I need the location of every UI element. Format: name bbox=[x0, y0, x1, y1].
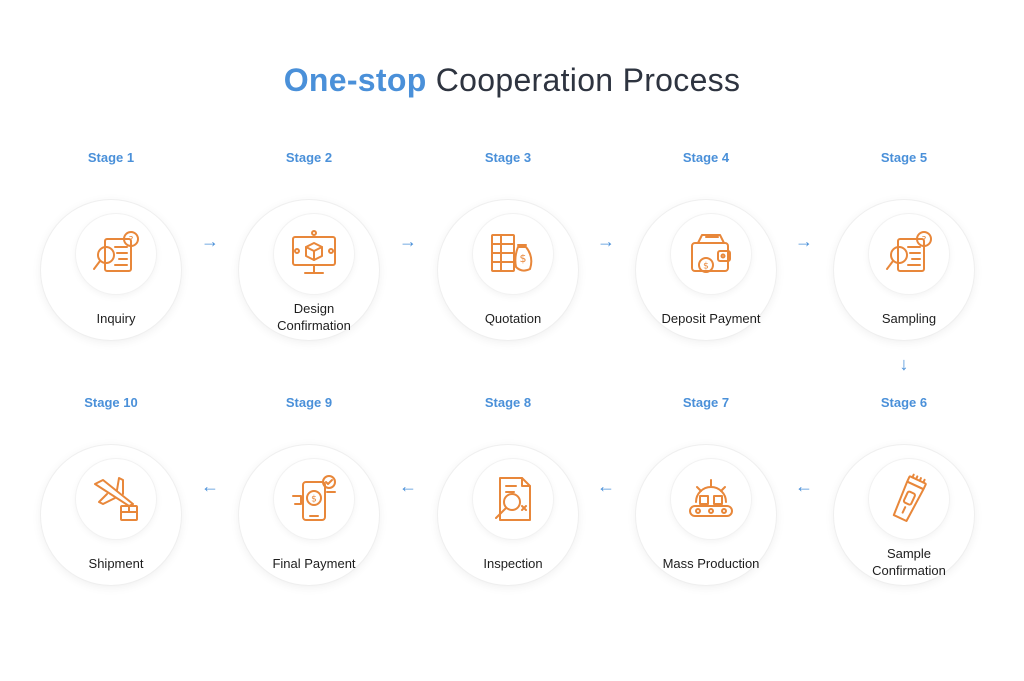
stage-circle: $ Deposit Payment bbox=[636, 200, 776, 340]
stage-label: Stage 3 bbox=[484, 150, 532, 165]
arrow-right-icon: → bbox=[597, 231, 615, 251]
arrow-left-icon: ← bbox=[597, 476, 615, 496]
stage-circle: $ Quotation bbox=[438, 200, 578, 340]
stage-circle: Shipment bbox=[41, 445, 181, 585]
title-rest: Cooperation Process bbox=[435, 62, 741, 98]
stage-name: Final Payment bbox=[272, 556, 356, 571]
monitor-3d-design-icon bbox=[274, 214, 354, 294]
stage-circle: Mass Production bbox=[636, 445, 776, 585]
stage-name: Sampling bbox=[881, 311, 937, 326]
stage-label: Stage 4 bbox=[682, 150, 730, 165]
stage-name: Mass Production bbox=[662, 556, 760, 571]
stage-name: Deposit Payment bbox=[661, 311, 761, 326]
stage-10: Stage 10 Shipment bbox=[36, 395, 186, 595]
stage-label: Stage 2 bbox=[285, 150, 333, 165]
stage-name: Inspection bbox=[483, 556, 543, 571]
stage-name: Inquiry bbox=[96, 311, 136, 326]
svg-text:?: ? bbox=[129, 236, 134, 246]
stage-label: Stage 10 bbox=[84, 395, 138, 410]
stage-label: Stage 5 bbox=[880, 150, 928, 165]
stage-4: Stage 4 $ Deposit Payment bbox=[631, 150, 781, 350]
stage-circle: $ Final Payment bbox=[239, 445, 379, 585]
arrow-right-icon: → bbox=[399, 231, 417, 251]
stage-name: Sample Confirmation bbox=[872, 546, 946, 578]
stage-3: Stage 3 $ Quotation bbox=[433, 150, 583, 350]
stage-8: Stage 8 Inspection bbox=[433, 395, 583, 595]
svg-text:$: $ bbox=[520, 252, 527, 265]
hair-trimmer-icon bbox=[869, 459, 949, 539]
title-highlight: One-stop bbox=[283, 62, 427, 98]
document-search-question-icon: ? bbox=[869, 214, 949, 294]
gear-conveyor-icon bbox=[671, 459, 751, 539]
stage-6: Stage 6 Sample Confirmation bbox=[829, 395, 979, 595]
stage-circle: Sample Confirmation bbox=[834, 445, 974, 585]
stage-1: Stage 1 ? Inquiry bbox=[36, 150, 186, 350]
stage-label: Stage 8 bbox=[484, 395, 532, 410]
arrow-left-icon: ← bbox=[399, 476, 417, 496]
page-title: One-stop Cooperation Process bbox=[0, 62, 1024, 99]
document-magnifier-icon bbox=[473, 459, 553, 539]
stage-label: Stage 6 bbox=[880, 395, 928, 410]
svg-text:?: ? bbox=[922, 236, 927, 246]
arrow-down-icon: ↓ bbox=[899, 354, 909, 374]
stage-5: Stage 5 ? Sampling bbox=[829, 150, 979, 350]
stage-circle: ? Sampling bbox=[834, 200, 974, 340]
stage-circle: Inspection bbox=[438, 445, 578, 585]
money-bag-spreadsheet-icon: $ bbox=[473, 214, 553, 294]
stage-7: Stage 7 Mass Production bbox=[631, 395, 781, 595]
svg-text:$: $ bbox=[311, 495, 317, 505]
phone-payment-check-icon: $ bbox=[274, 459, 354, 539]
stage-circle: ? Inquiry bbox=[41, 200, 181, 340]
airplane-package-icon bbox=[76, 459, 156, 539]
wallet-coin-icon: $ bbox=[671, 214, 751, 294]
stage-name: Quotation bbox=[484, 311, 542, 326]
stage-label: Stage 9 bbox=[285, 395, 333, 410]
stage-name: Shipment bbox=[88, 556, 144, 571]
stage-9: Stage 9 $ Final Payment bbox=[234, 395, 384, 595]
svg-text:$: $ bbox=[703, 262, 709, 272]
arrow-left-icon: ← bbox=[795, 476, 813, 496]
stage-name: Design Confirmation bbox=[277, 301, 351, 333]
stage-circle: Design Confirmation bbox=[239, 200, 379, 340]
stage-2: Stage 2 Design Confirmation bbox=[234, 150, 384, 350]
stage-label: Stage 7 bbox=[682, 395, 730, 410]
arrow-left-icon: ← bbox=[201, 476, 219, 496]
document-search-question-icon: ? bbox=[76, 214, 156, 294]
stage-label: Stage 1 bbox=[87, 150, 135, 165]
arrow-right-icon: → bbox=[795, 231, 813, 251]
arrow-right-icon: → bbox=[201, 231, 219, 251]
